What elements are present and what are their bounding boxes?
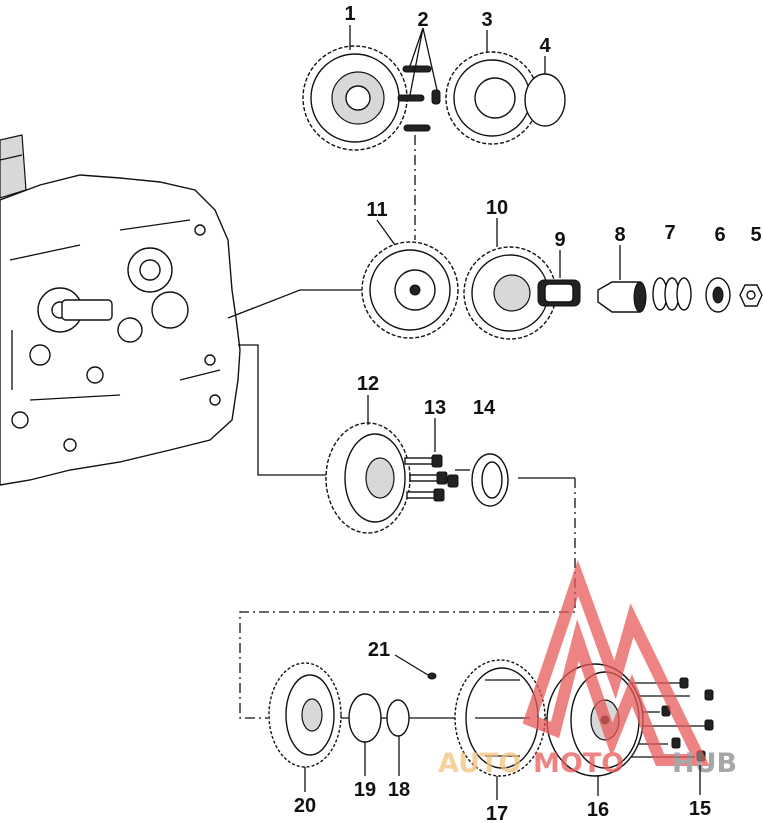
callout-4: 4 bbox=[539, 35, 551, 57]
callout-11: 11 bbox=[366, 199, 387, 221]
part-6-washer bbox=[705, 277, 731, 313]
part-7-spring bbox=[652, 277, 692, 311]
callout-16: 16 bbox=[587, 799, 609, 821]
part-18-ring bbox=[386, 699, 410, 737]
part-3-gear bbox=[445, 51, 539, 145]
part-13-bolts bbox=[404, 454, 459, 502]
part-1-gear bbox=[302, 45, 408, 151]
callout-7: 7 bbox=[664, 222, 675, 244]
part-4-ring bbox=[524, 73, 566, 127]
callout-8: 8 bbox=[614, 224, 625, 246]
watermark-logo: AUTO MOTO HUB bbox=[438, 559, 737, 779]
callout-19: 19 bbox=[354, 779, 376, 801]
part-2-springs bbox=[397, 27, 441, 132]
callout-17: 17 bbox=[486, 803, 508, 823]
callout-2: 2 bbox=[417, 9, 428, 31]
part-12-gear bbox=[325, 422, 411, 534]
watermark-text-auto: AUTO bbox=[438, 748, 521, 779]
part-11-gear bbox=[361, 241, 459, 339]
part-10-gear bbox=[463, 246, 557, 340]
engine-case-illustration bbox=[0, 134, 241, 486]
part-8-bushing bbox=[597, 281, 647, 313]
leader-lines bbox=[304, 25, 701, 800]
callout-15: 15 bbox=[689, 798, 711, 820]
callout-9: 9 bbox=[554, 229, 565, 251]
watermark-text-hub: HUB bbox=[672, 748, 737, 779]
callout-18: 18 bbox=[388, 779, 410, 801]
callout-5: 5 bbox=[750, 224, 761, 246]
callout-3: 3 bbox=[481, 9, 492, 31]
part-19-washer bbox=[348, 693, 382, 743]
callout-13: 13 bbox=[424, 397, 446, 419]
part-14-bearing bbox=[471, 453, 509, 507]
callout-10: 10 bbox=[486, 197, 508, 219]
part-5-nut bbox=[739, 284, 763, 307]
callout-12: 12 bbox=[357, 373, 379, 395]
part-9-spline bbox=[537, 279, 581, 307]
part-17-ring-gear bbox=[454, 659, 546, 777]
callout-1: 1 bbox=[344, 3, 355, 25]
callout-21: 21 bbox=[368, 639, 390, 661]
part-21-pin bbox=[427, 672, 437, 680]
part-20-gear bbox=[268, 662, 342, 768]
callout-6: 6 bbox=[714, 224, 725, 246]
watermark-text-moto: MOTO bbox=[533, 748, 624, 779]
callout-14: 14 bbox=[473, 397, 496, 419]
callout-20: 20 bbox=[294, 795, 316, 817]
callout-labels: 1 2 3 4 5 6 7 8 9 10 11 12 13 14 15 16 1… bbox=[294, 3, 762, 823]
